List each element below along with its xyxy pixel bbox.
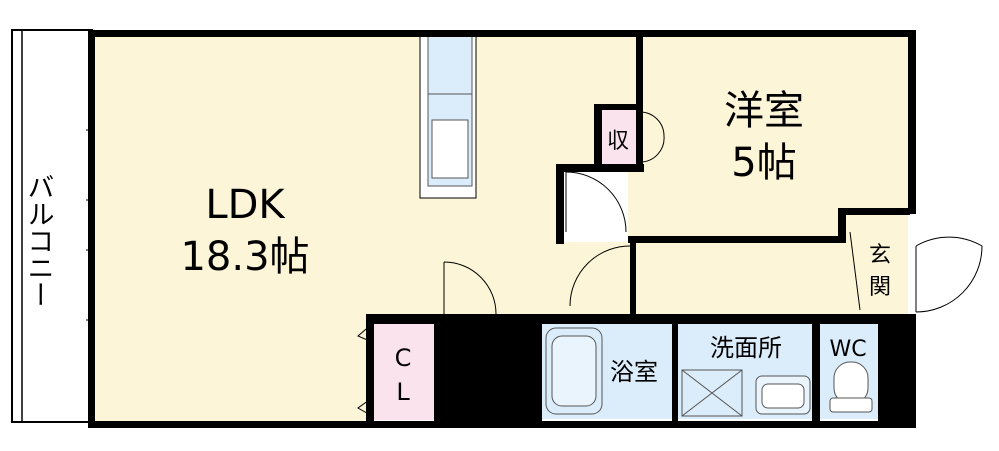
- hall-floor: [636, 242, 846, 318]
- kitchen-counter: [419, 35, 477, 199]
- storage-lower-label: 収: [459, 328, 481, 353]
- western-room-floor: [628, 36, 910, 240]
- storage-upper-area: [600, 108, 636, 166]
- toilet-label: WC: [829, 337, 866, 362]
- western-room-size: 5帖: [731, 140, 796, 186]
- ldk-floor: [94, 36, 638, 318]
- entrance-label-2: 関: [869, 275, 891, 300]
- bath-label: 浴室: [610, 358, 658, 386]
- shower-pan-icon: [681, 369, 743, 417]
- toilet-icon: [829, 361, 873, 413]
- entrance-floor: [846, 214, 908, 318]
- walls: [88, 30, 916, 428]
- door-swings: [357, 111, 983, 417]
- bathtub-icon: [545, 327, 603, 415]
- ldk-size: 18.3帖: [180, 234, 309, 280]
- washroom-label: 洗面所: [710, 334, 782, 362]
- ldk-name: LDK: [205, 182, 286, 228]
- sink-icon: [755, 375, 811, 415]
- balcony-label: バルコニー: [23, 173, 54, 308]
- closet-area: [372, 323, 434, 420]
- storage-upper-label: 収: [607, 129, 629, 154]
- closet-label-c: C: [395, 344, 412, 372]
- balcony: バルコニー: [11, 29, 96, 423]
- entrance-step: [849, 231, 861, 311]
- ldk-floor-lower: [94, 318, 370, 422]
- closet-label-l: L: [396, 378, 410, 406]
- western-room-name: 洋室: [724, 88, 804, 134]
- entrance-label-1: 玄: [869, 243, 891, 268]
